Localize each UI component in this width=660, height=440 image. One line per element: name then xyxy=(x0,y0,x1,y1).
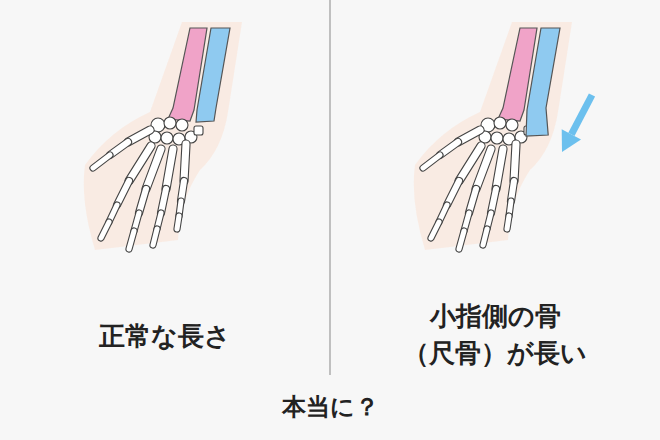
finger-bone-outline xyxy=(491,189,496,213)
carpal-bone xyxy=(176,119,188,131)
arrow-head xyxy=(562,129,581,152)
finger-bone xyxy=(101,222,109,238)
caption-label: 正常な長さ xyxy=(99,318,231,355)
finger-bone-outline xyxy=(184,144,186,181)
finger-bone-outline xyxy=(514,144,516,181)
finger-bone xyxy=(93,155,110,168)
finger-bone xyxy=(483,229,487,245)
finger-bone xyxy=(431,222,439,238)
finger-bone-outline xyxy=(129,231,134,249)
finger-bone-outline xyxy=(177,216,179,229)
divider-line xyxy=(329,0,330,375)
finger-bone-outline xyxy=(161,189,166,213)
finger-bone-outline xyxy=(153,229,157,245)
finger-bone-outline xyxy=(146,149,161,189)
skin-shade xyxy=(84,22,242,250)
finger-bone-outline xyxy=(93,155,110,168)
ulna-bone xyxy=(526,28,560,136)
finger-bone-outline xyxy=(476,149,491,189)
finger-bone xyxy=(459,231,464,249)
finger-bone xyxy=(177,216,179,229)
finger-bone xyxy=(491,189,496,213)
finger-bone xyxy=(507,216,509,229)
finger-bone xyxy=(166,149,173,189)
finger-bone-outline xyxy=(496,149,503,189)
finger-bone xyxy=(496,149,503,189)
caption-label: 小指側の骨 （尺骨）が長い xyxy=(395,298,595,372)
hand-skeleton xyxy=(414,22,572,250)
finger-bone xyxy=(146,149,161,189)
finger-bone-outline xyxy=(459,231,464,249)
finger-bone-outline xyxy=(447,181,459,205)
caption-label: 本当に？ xyxy=(282,390,379,424)
carpal-bone xyxy=(494,117,506,129)
finger-bone xyxy=(117,181,129,205)
finger-bone-outline xyxy=(507,216,509,229)
skin-shade xyxy=(414,22,572,250)
finger-bone-outline xyxy=(139,189,146,213)
finger-bone-outline xyxy=(117,181,129,205)
finger-bone xyxy=(153,229,157,245)
carpal-bone xyxy=(491,132,503,144)
hand-skeleton xyxy=(84,22,242,250)
finger-bone-outline xyxy=(431,222,439,238)
carpal-bone xyxy=(506,119,518,131)
finger-bone xyxy=(161,189,166,213)
finger-bone xyxy=(476,149,491,189)
carpal-bone xyxy=(161,132,173,144)
ulna-bone xyxy=(196,28,230,122)
finger-bone xyxy=(423,155,440,168)
finger-bone-outline xyxy=(469,189,476,213)
finger-bone xyxy=(184,144,186,181)
finger-bone xyxy=(447,181,459,205)
finger-bone xyxy=(129,231,134,249)
finger-bone xyxy=(139,189,146,213)
finger-bone-outline xyxy=(483,229,487,245)
finger-bone xyxy=(469,189,476,213)
finger-bone xyxy=(514,144,516,181)
finger-bone-outline xyxy=(101,222,109,238)
carpal-bone xyxy=(164,117,176,129)
finger-bone-outline xyxy=(423,155,440,168)
finger-bone-outline xyxy=(166,149,173,189)
arrow-shaft xyxy=(571,95,592,134)
carpal-bone xyxy=(194,126,203,135)
